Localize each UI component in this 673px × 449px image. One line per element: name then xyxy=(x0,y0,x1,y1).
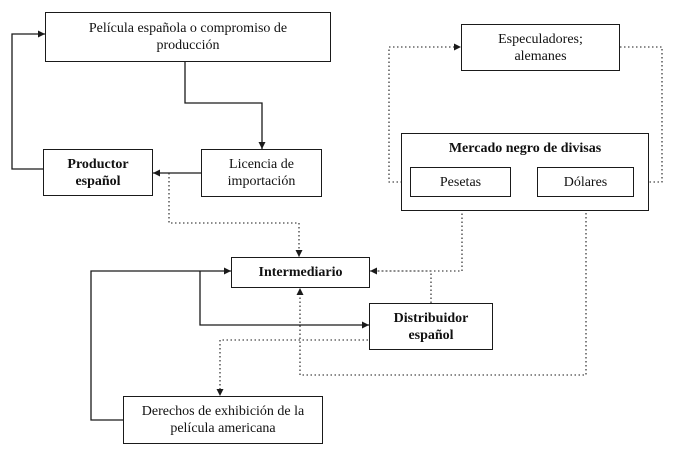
node-especuladores-line-1: Especuladores; xyxy=(498,31,583,47)
node-licencia-line-2: importación xyxy=(227,174,296,189)
node-pelicula-line-2: producción xyxy=(156,38,220,53)
node-productor-line-1: Productor xyxy=(67,156,129,172)
node-intermediario: Intermediario xyxy=(231,257,370,288)
node-pelicula: Película española o compromiso de produc… xyxy=(45,12,331,62)
node-especuladores-line-2: alemanes xyxy=(514,48,567,64)
node-pesetas-label: Pesetas xyxy=(439,174,482,190)
edge-intermediario-to-distribuidor xyxy=(199,271,369,329)
edge-pelicula-to-licencia xyxy=(184,62,266,149)
node-dolares: Dólares xyxy=(537,167,634,197)
edge-intermediario-to-pesetas xyxy=(370,197,466,272)
node-derechos-line-2: película americana xyxy=(170,421,276,436)
edge-productor-to-pelicula xyxy=(11,30,45,170)
node-derechos-line-1: Derechos de exhibición de la xyxy=(141,404,305,419)
node-licencia-line-1: Licencia de xyxy=(229,157,294,172)
edge-pesetas-to-especuladores xyxy=(388,43,461,183)
node-productor: Productor español xyxy=(43,149,153,196)
edge-licencia-to-intermediario xyxy=(168,173,303,257)
edge-distribuidor-to-intermediario xyxy=(370,267,432,303)
node-dolares-label: Dólares xyxy=(563,174,608,190)
edge-derechos-to-intermediario xyxy=(90,267,231,421)
edge-dolares-to-intermediario xyxy=(296,197,587,376)
node-especuladores: Especuladores; alemanes xyxy=(461,24,620,71)
node-mercado-title: Mercado negro de divisas xyxy=(448,141,602,156)
node-pesetas: Pesetas xyxy=(410,167,511,197)
edge-intermediario-to-derechos xyxy=(216,303,372,396)
node-licencia: Licencia de importación xyxy=(201,149,322,197)
node-productor-line-2: español xyxy=(75,173,121,189)
node-distribuidor-line-1: Distribuidor xyxy=(393,310,469,326)
node-distribuidor-line-2: español xyxy=(408,327,454,343)
node-derechos: Derechos de exhibición de la película am… xyxy=(123,396,323,444)
node-intermediario-label: Intermediario xyxy=(258,265,343,280)
edge-especuladores-to-dolares xyxy=(620,46,663,186)
node-distribuidor: Distribuidor español xyxy=(369,303,493,350)
node-pelicula-line-1: Película española o compromiso de xyxy=(88,21,288,36)
